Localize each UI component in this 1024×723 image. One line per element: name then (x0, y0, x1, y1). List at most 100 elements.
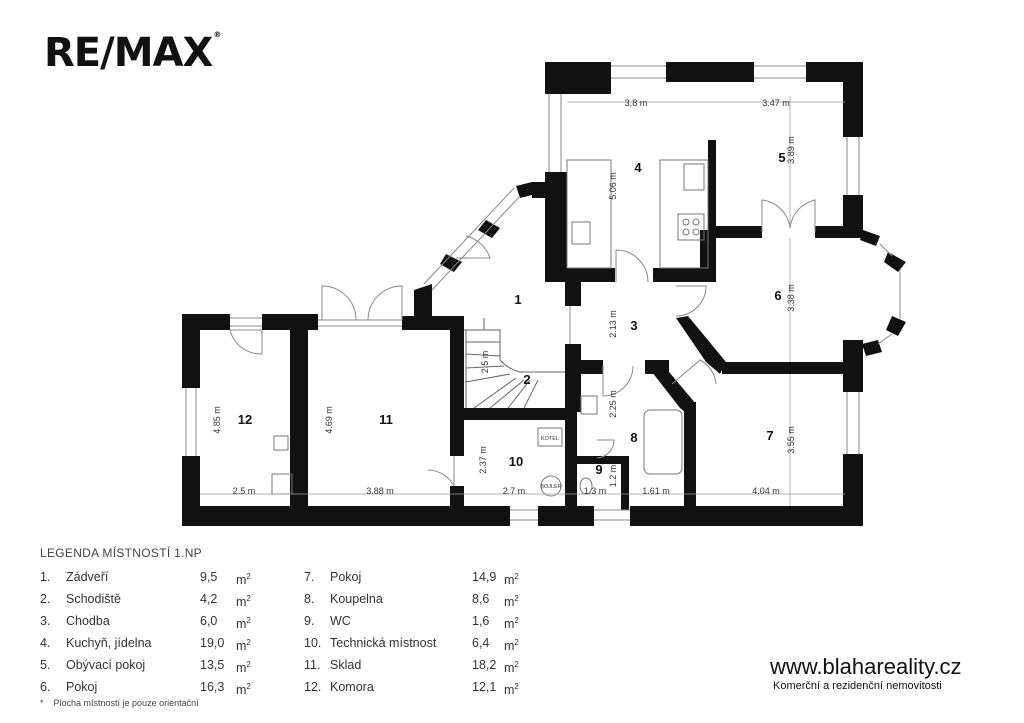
wall-segment (565, 268, 615, 282)
stove-burner-icon (692, 228, 700, 236)
fixtures (271, 159, 709, 497)
room-label-7: 7 (766, 428, 773, 443)
dimension-r12-depth: 4.85 m (212, 406, 222, 434)
stair-step (465, 353, 501, 357)
stove-burner-icon (682, 218, 690, 226)
wall-segment (464, 408, 570, 420)
room-label-10: 10 (509, 454, 523, 469)
wall-segment (862, 340, 882, 356)
door-swing (761, 199, 791, 232)
dimension-r5-width: 3.47 m (762, 98, 790, 108)
wall-segment (450, 486, 464, 526)
stair-step (523, 379, 539, 409)
stair-outline (464, 329, 565, 373)
wall-segment (665, 506, 863, 526)
window (877, 333, 893, 345)
wall-segment (290, 314, 308, 526)
wall-segment (414, 284, 432, 318)
unit-base: m (236, 639, 247, 654)
unit-base: m (504, 573, 515, 588)
wall-segment (450, 316, 464, 456)
room-label-12: 12 (238, 412, 252, 427)
wall-segment (182, 314, 230, 330)
unit-base: m (236, 573, 247, 588)
room-labels: 1 2 3 4 5 6 7 8 9 10 11 12 (238, 150, 786, 477)
door-swing (229, 329, 263, 355)
wall-segment (684, 402, 696, 510)
unit-base: m (236, 683, 247, 698)
door-swing (456, 235, 491, 259)
legend-number: 3. (40, 614, 51, 628)
wall-segment (676, 316, 726, 374)
legend-unit: m2 (236, 588, 251, 613)
legend-room-name: Zádveří (66, 570, 109, 584)
legend-room-name: Pokoj (66, 680, 98, 694)
wall-segment (182, 314, 200, 388)
staircase (464, 318, 565, 409)
kitchen-counter (566, 159, 612, 269)
legend-number: 11. (304, 658, 321, 672)
legend-unit: m2 (504, 654, 519, 679)
door-swing (675, 285, 707, 317)
door-swing (789, 199, 816, 232)
fridge-icon (683, 163, 705, 191)
legend-unit: m2 (236, 676, 251, 701)
unit-base: m (504, 617, 515, 632)
wall-segment (565, 344, 581, 412)
bathtub-icon (643, 409, 683, 475)
unit-exponent: 2 (514, 660, 519, 669)
wall-segment (843, 62, 863, 137)
legend-area: 4,2 (200, 592, 218, 606)
boiler-icon (540, 475, 562, 497)
wall-segment (565, 412, 577, 526)
legend-unit: m2 (236, 632, 251, 657)
stair-step (465, 365, 505, 369)
legend-area: 19,0 (200, 636, 225, 650)
room-label-2: 2 (523, 372, 530, 387)
legend-unit: m2 (236, 654, 251, 679)
legend-area: 18,2 (472, 658, 497, 672)
legend-unit: m2 (236, 610, 251, 635)
wall-segment (545, 172, 567, 282)
shower-icon (271, 473, 293, 495)
legend-area: 6,4 (472, 636, 490, 650)
unit-exponent: 2 (514, 682, 519, 691)
wall-segment (722, 362, 847, 374)
legend-unit: m2 (504, 632, 519, 657)
unit-exponent: 2 (514, 616, 519, 625)
dimension-r9-depth: 1.2 m (608, 465, 618, 488)
unit-base: m (236, 617, 247, 632)
stove-burner-icon (682, 228, 690, 236)
legend-unit: m2 (236, 566, 251, 591)
legend-room-name: Obývací pokoj (66, 658, 146, 672)
stair-step (473, 377, 517, 409)
legend-area: 9,5 (200, 570, 218, 584)
room-label-6: 6 (774, 288, 781, 303)
room-label-3: 3 (630, 318, 637, 333)
dimension-r8-width: 1.61 m (642, 486, 670, 496)
wall-segment (302, 506, 510, 526)
window (431, 195, 521, 291)
stove-burner-icon (692, 218, 700, 226)
remax-logo: RE/MAX® (44, 30, 221, 76)
legend-area: 8,6 (472, 592, 490, 606)
dimension-r10-width: 2.7 m (503, 486, 526, 496)
dimension-lines (200, 96, 845, 506)
legend-number: 2. (40, 592, 51, 606)
legend-room-name: Pokoj (330, 570, 362, 584)
unit-exponent: 2 (246, 682, 251, 691)
wall-segment (666, 62, 754, 82)
legend-area: 1,6 (472, 614, 490, 628)
stair-step (507, 379, 531, 409)
legend-unit: m2 (504, 610, 519, 635)
stove-icon (677, 213, 705, 241)
legend-number: 7. (304, 570, 315, 584)
wall-segment (516, 182, 536, 198)
door-swing (367, 285, 403, 321)
